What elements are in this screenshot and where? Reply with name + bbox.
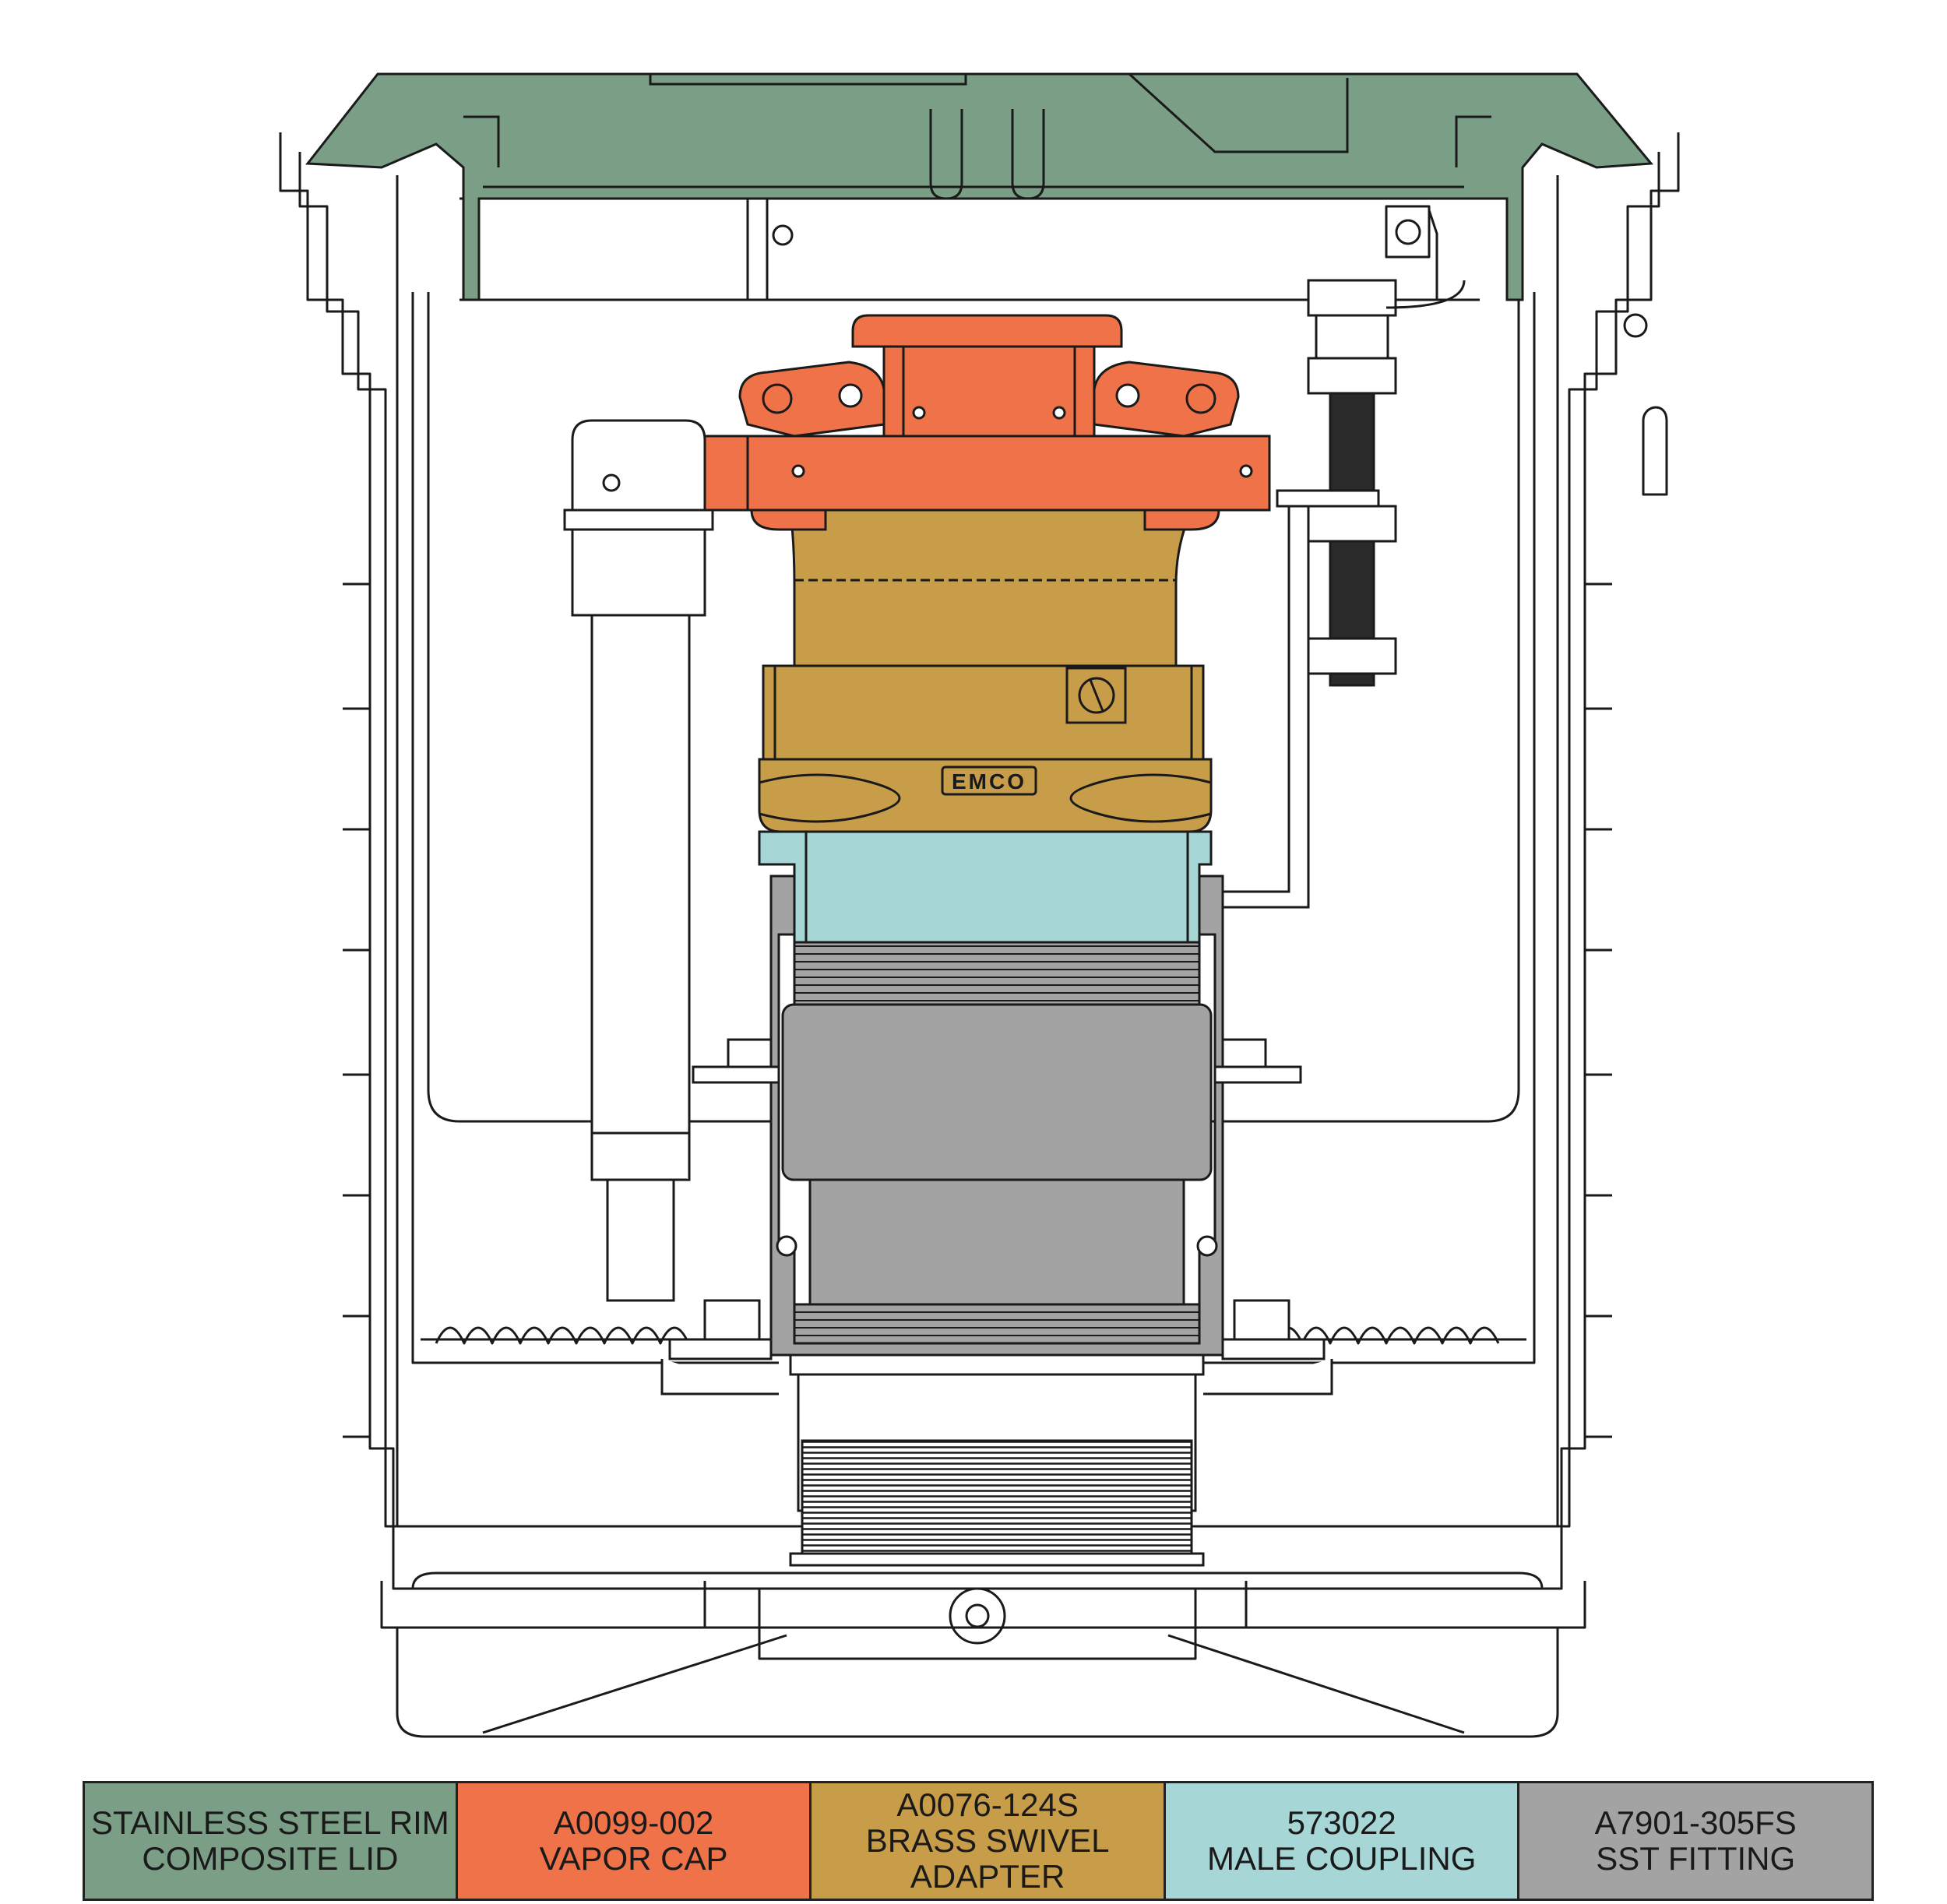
legend-label-line: 573022 bbox=[1287, 1804, 1396, 1841]
legend-label-line: A7901-305FS bbox=[1594, 1804, 1797, 1841]
legend-item-sst-fitting: A7901-305FS SST FITTING bbox=[1519, 1783, 1871, 1899]
legend-label-line: ADAPTER bbox=[910, 1858, 1065, 1895]
legend-label-line: VAPOR CAP bbox=[539, 1840, 728, 1877]
legend-label-line: A0076-124S bbox=[896, 1786, 1079, 1823]
parts-legend: STAINLESS STEEL RIM COMPOSITE LID A0099-… bbox=[83, 1781, 1874, 1901]
legend-item-composite-lid: STAINLESS STEEL RIM COMPOSITE LID bbox=[85, 1783, 458, 1899]
vapor-cap bbox=[703, 314, 1271, 531]
mounting-clamps bbox=[660, 1038, 1333, 1395]
rib-marks-left bbox=[343, 582, 370, 1438]
legend-label-line: A0099-002 bbox=[553, 1804, 714, 1841]
base-flange bbox=[380, 1571, 1586, 1738]
legend-label-line: STAINLESS STEEL RIM bbox=[91, 1804, 449, 1841]
composite-lid bbox=[305, 72, 1654, 301]
legend-label-line: COMPOSITE LID bbox=[142, 1840, 399, 1877]
legend-item-vapor-cap: A0099-002 VAPOR CAP bbox=[457, 1783, 812, 1899]
corrugated-floor-left bbox=[435, 1326, 690, 1345]
spill-container-cross-section: EMCO bbox=[279, 72, 1680, 1738]
legend-label-line: MALE COUPLING bbox=[1206, 1840, 1477, 1877]
riser-pipe-lower bbox=[789, 1353, 1205, 1567]
threaded-rod-assembly bbox=[1199, 279, 1466, 909]
male-coupling bbox=[758, 830, 1213, 944]
legend-item-brass-swivel-adapter: A0076-124S BRASS SWIVEL ADAPTER bbox=[812, 1783, 1166, 1899]
brass-swivel-adapter bbox=[758, 509, 1213, 833]
adapter-set-screw bbox=[1065, 667, 1127, 724]
legend-label-line: BRASS SWIVEL bbox=[865, 1822, 1110, 1859]
legend-label-line: SST FITTING bbox=[1596, 1840, 1796, 1877]
vapor-riser-tube bbox=[563, 419, 714, 1302]
legend-item-male-coupling: 573022 MALE COUPLING bbox=[1165, 1783, 1520, 1899]
hex-nut-top-right bbox=[1385, 205, 1431, 259]
sst-fitting bbox=[769, 875, 1224, 1357]
rib-marks-right bbox=[1585, 582, 1612, 1438]
emco-brand-mark: EMCO bbox=[952, 769, 1026, 794]
